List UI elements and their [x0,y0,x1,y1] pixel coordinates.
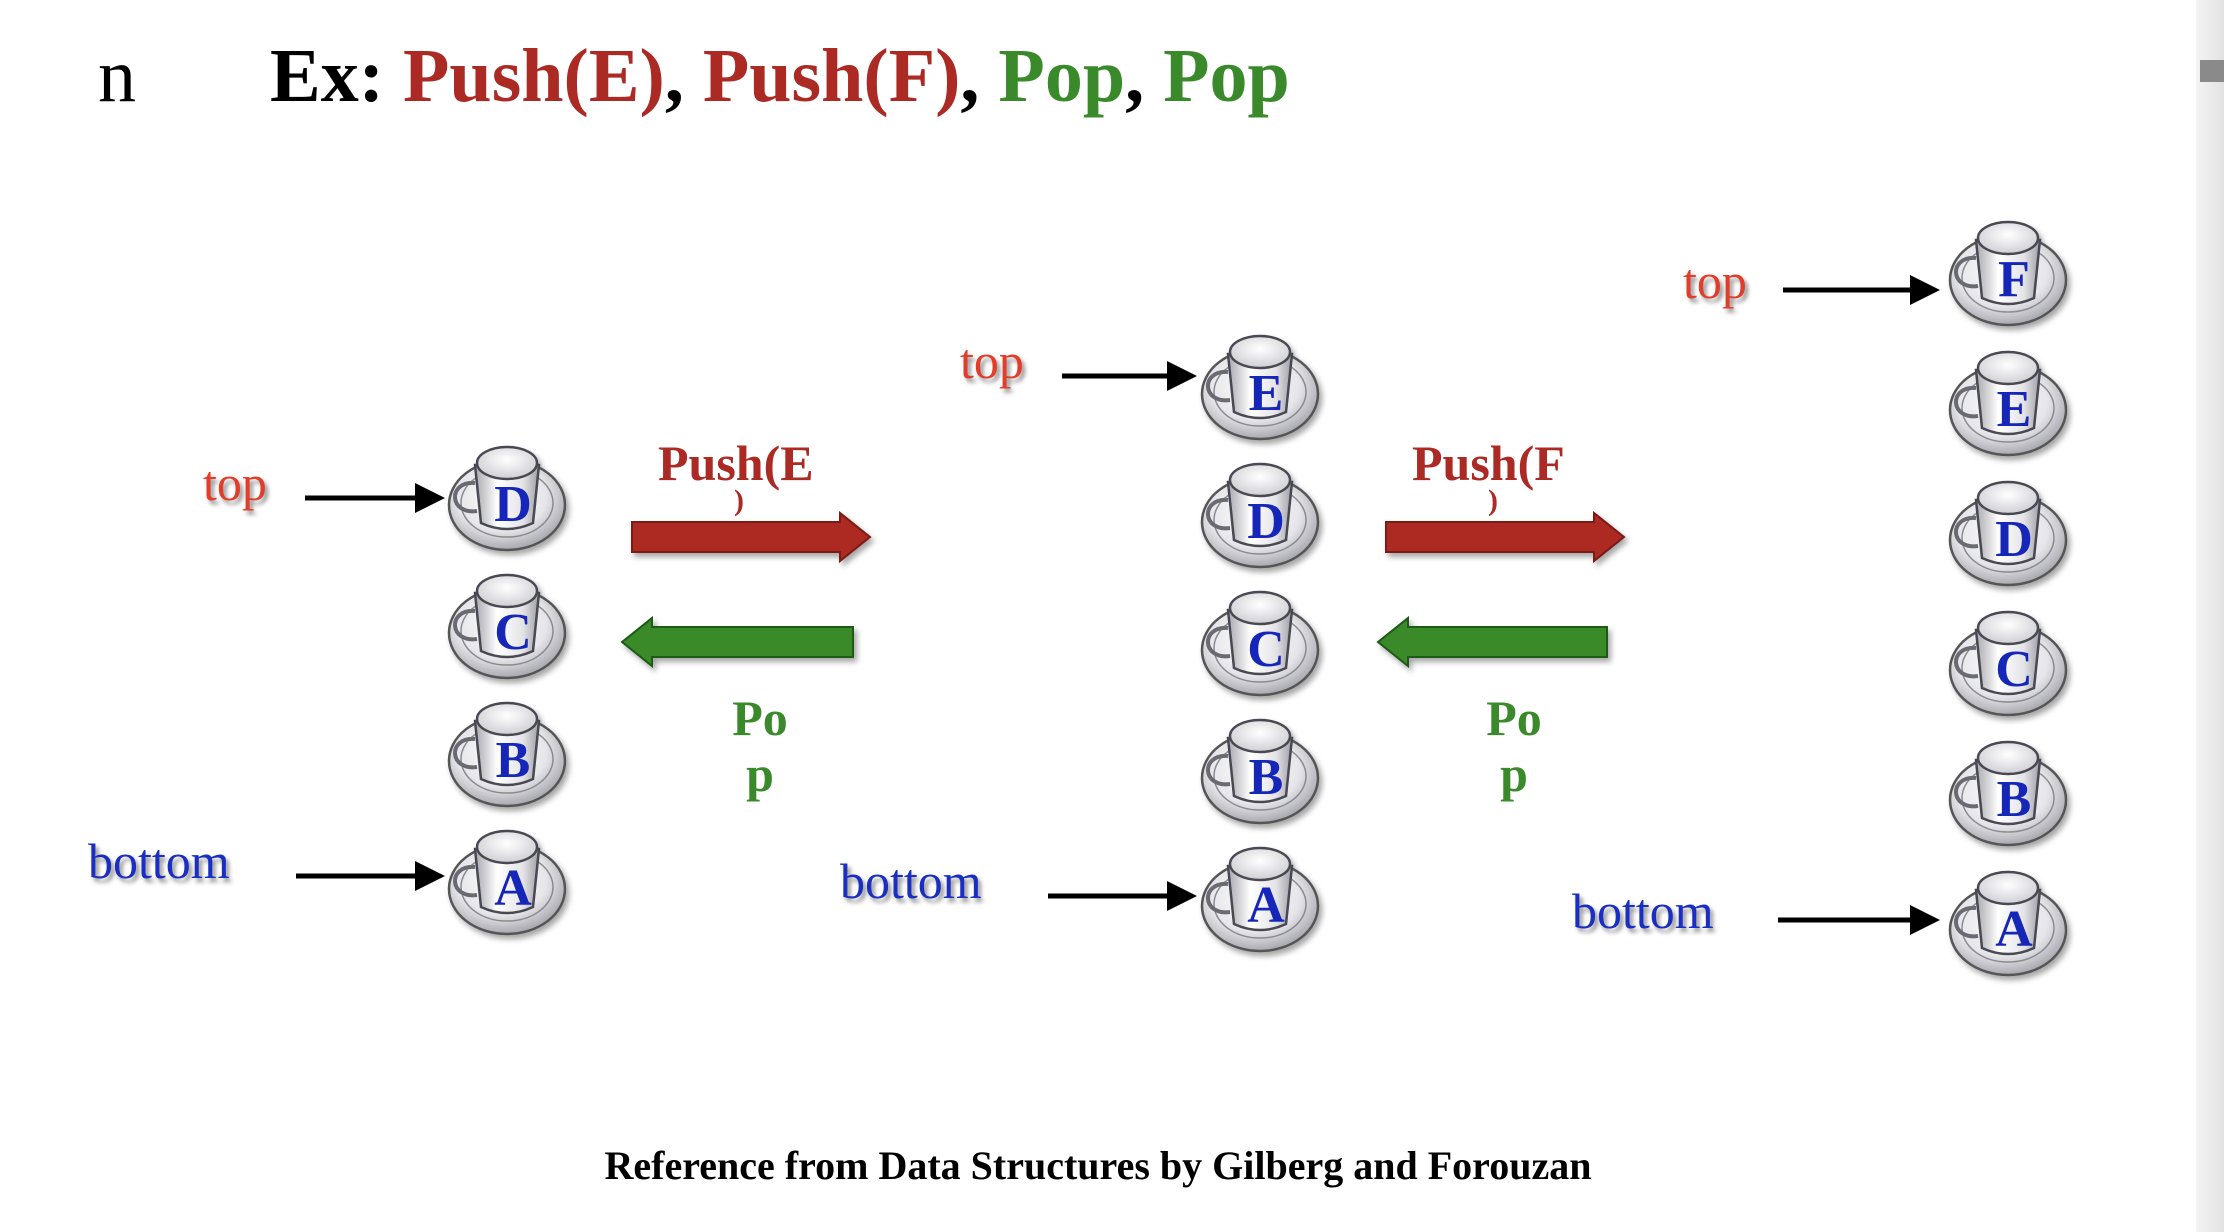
stack-3-bottom-label: bottom [1572,883,1714,939]
stack-1-bottom-label: bottom [88,833,230,889]
op-2-pop-line-2: p [1500,746,1528,802]
stack-3: A B C D E F [1948,220,2068,977]
stack-3-cup-c: C [1948,610,2068,717]
heading-pop-2: Pop [1163,34,1290,118]
scrollbar-track[interactable] [2196,0,2224,1232]
stack-3-cup-b-letter: B [1997,771,2032,828]
stack-1-cup-b-letter: B [496,732,531,789]
heading-separator: , [664,34,703,118]
stack-2-top-label: top [960,333,1024,389]
stack-3-cup-a-letter: A [1995,901,2033,958]
stack-2-cup-a-letter: A [1247,877,1285,934]
op-2-pop-line-1: Po [1486,690,1542,746]
stack-1-cup-b: B [447,701,567,808]
stack-2-cup-e: E [1200,334,1320,441]
stack-3-cup-d-letter: D [1995,511,2033,568]
stack-3-cup-b: B [1948,740,2068,847]
stack-1-cup-d: D [447,445,567,552]
stack-2-cup-b: B [1200,718,1320,825]
stack-3-cup-c-letter: C [1995,641,2033,698]
op-1-pop-line-2: p [746,746,774,802]
stack-3-cup-e-letter: E [1997,381,2032,438]
heading-push-f: Push(F) [702,34,961,118]
op-2-pop-label: Po p [1474,690,1554,802]
stack-1-cup-c: C [447,573,567,680]
stack-2-cup-c-letter: C [1247,621,1285,678]
stack-1-cup-d-letter: D [494,476,532,533]
op-1-pop-line-1: Po [732,690,788,746]
op-2-push-text: Push(F [1412,435,1565,491]
bullet-marker: n [98,34,136,118]
heading-separator: , [960,34,999,118]
scrollbar-thumb[interactable] [2200,60,2224,82]
stack-2-cup-d: D [1200,462,1320,569]
stack-3-top-label: top [1683,253,1747,309]
stack-3-cup-f: F [1948,220,2068,327]
heading-separator: , [1125,34,1164,118]
heading-push-e: Push(E) [403,34,665,118]
heading-pop-1: Pop [998,34,1126,118]
reference-caption: Reference from Data Structures by Gilber… [604,1143,1592,1188]
stack-3-cup-d: D [1948,480,2068,587]
stack-3-cup-f-letter: F [1998,251,2030,308]
stack-1-top-label: top [203,455,267,511]
stack-2-bottom-label: bottom [840,853,982,909]
stack-2-cup-b-letter: B [1249,749,1284,806]
op-1-pop-arrow [620,615,854,669]
stack-1: A B C D [447,445,567,936]
op-1-push-text: Push(E [658,435,814,491]
stack-2: A B C D E [1200,334,1320,953]
op-2-pop-arrow [1376,615,1608,669]
stack-2-cup-c: C [1200,590,1320,697]
slide-heading: Ex: Push(E), Push(F), Pop, Pop [270,38,1290,114]
heading-ex: Ex: [270,34,384,118]
stack-2-cup-e-letter: E [1249,365,1284,422]
stack-1-cup-a: A [447,829,567,936]
op-2-push-arrow [1385,510,1626,564]
stack-2-cup-a: A [1200,846,1320,953]
op-1-push-suffix: ) [734,484,744,517]
stack-3-cup-e: E [1948,350,2068,457]
stack-1-cup-c-letter: C [494,604,532,661]
op-2-push-suffix: ) [1488,484,1498,517]
op-2-push-label: Push(F [1412,438,1565,488]
stack-1-cup-a-letter: A [494,860,532,917]
stack-2-cup-d-letter: D [1247,493,1285,550]
op-1-push-label: Push(E [658,438,814,488]
op-1-pop-label: Po p [720,690,800,802]
stack-3-cup-a: A [1948,870,2068,977]
op-1-push-arrow [631,510,872,564]
